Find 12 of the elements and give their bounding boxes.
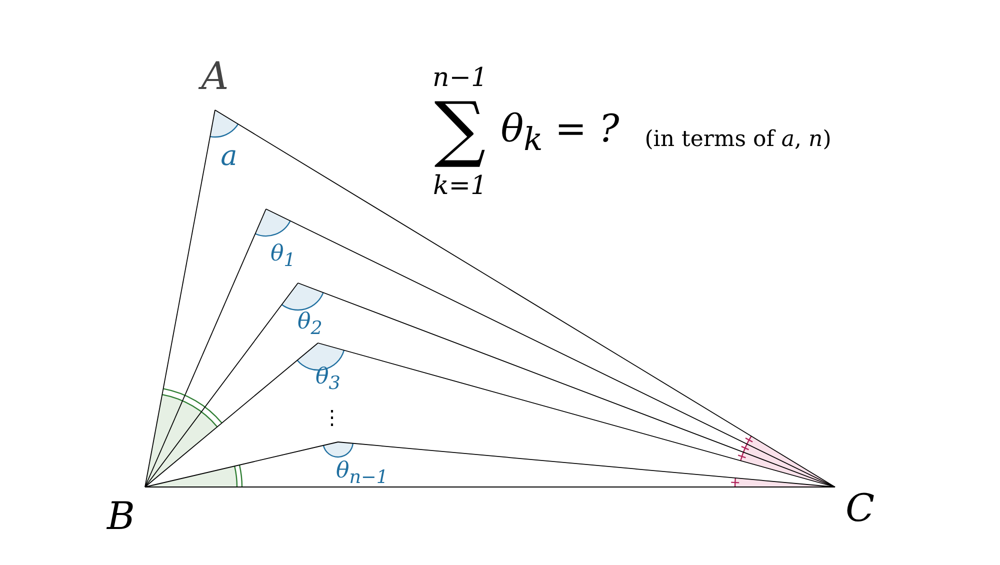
sum-upper-limit: n−1 <box>432 65 488 91</box>
angle-label: a <box>220 142 238 170</box>
angle-label: θ$_{n−1}$ <box>336 460 388 488</box>
formula-text: θ$_{k}$ = ? <box>500 109 620 157</box>
ellipsis: ⋮ <box>322 407 342 427</box>
formula-note: (in terms of a, n) <box>644 129 832 151</box>
sum-lower-limit: k=1 <box>432 173 488 199</box>
angle-label: θ$_{2}$ <box>298 312 322 338</box>
vertex-label: B <box>107 497 135 535</box>
angle-label: θ$_{1}$ <box>270 244 296 270</box>
vertex-label: C <box>845 489 875 527</box>
angle-label: θ$_{3}$ <box>316 366 340 394</box>
